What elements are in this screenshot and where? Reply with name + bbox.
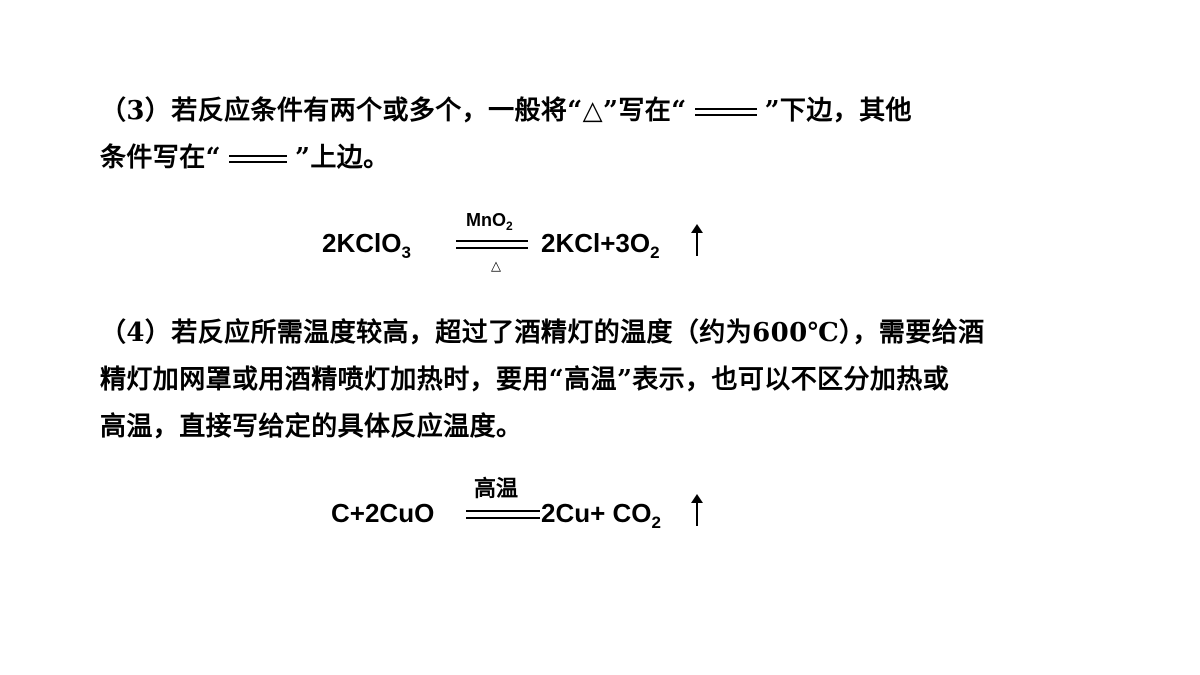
equation-1-equals-sign <box>456 240 528 249</box>
catalyst-subscript: 2 <box>506 219 513 233</box>
heating-triangle-icon: △ <box>491 258 501 273</box>
gas-arrow-up-icon <box>691 494 703 526</box>
reactant-subscript: 3 <box>401 243 411 262</box>
section-4-line-1: （4）若反应所需温度较高，超过了酒精灯的温度（约为600℃），需要给酒 <box>100 318 985 348</box>
equals-double-line-symbol <box>228 155 287 163</box>
section-4-line-3: 高温，直接写给定的具体反应温度。 <box>100 412 523 442</box>
section-3-text-1b: ”下边，其他 <box>764 96 912 126</box>
product-subscript: 2 <box>651 513 661 532</box>
reactant-formula: 2KClO <box>322 228 402 258</box>
section-4-paragraph: （4）若反应所需温度较高，超过了酒精灯的温度（约为600℃），需要给酒 精灯加网… <box>100 310 1100 451</box>
section-3-text-1a: （3）若反应条件有两个或多个，一般将“△”写在“ <box>100 96 687 126</box>
equation-2-equals-sign <box>466 510 540 519</box>
equation-1-reactant: 2KClO3 <box>322 228 411 261</box>
equation-2-condition-top: 高温 <box>474 476 519 501</box>
equation-2-reactants: C+2CuO <box>331 498 435 528</box>
section-3-text-2b: ”上边。 <box>294 143 390 173</box>
equation-1-condition-top: MnO2 <box>466 210 513 233</box>
section-3-line-2: 条件写在“ ”上边。 <box>100 135 1100 182</box>
equation-1-product: 2KCl+3O2 <box>541 228 660 261</box>
section-4-line-2: 精灯加网罩或用酒精喷灯加热时，要用“高温”表示，也可以不区分加热或 <box>100 365 950 395</box>
equation-2-product: 2Cu+ CO2 <box>541 498 661 531</box>
catalyst-formula: MnO <box>466 210 506 230</box>
product-formula: 2Cu+ CO <box>541 498 652 528</box>
section-3-text-2a: 条件写在“ <box>100 143 221 173</box>
section-3-line-1: （3）若反应条件有两个或多个，一般将“△”写在“ ”下边，其他 <box>100 88 1100 135</box>
equals-double-line-symbol <box>694 108 757 116</box>
gas-arrow-up-icon <box>691 224 703 256</box>
product-formula: 2KCl+3O <box>541 228 651 258</box>
product-subscript: 2 <box>650 243 660 262</box>
section-3-paragraph: （3）若反应条件有两个或多个，一般将“△”写在“ ”下边，其他 条件写在“ ”上边。 <box>100 88 1100 182</box>
